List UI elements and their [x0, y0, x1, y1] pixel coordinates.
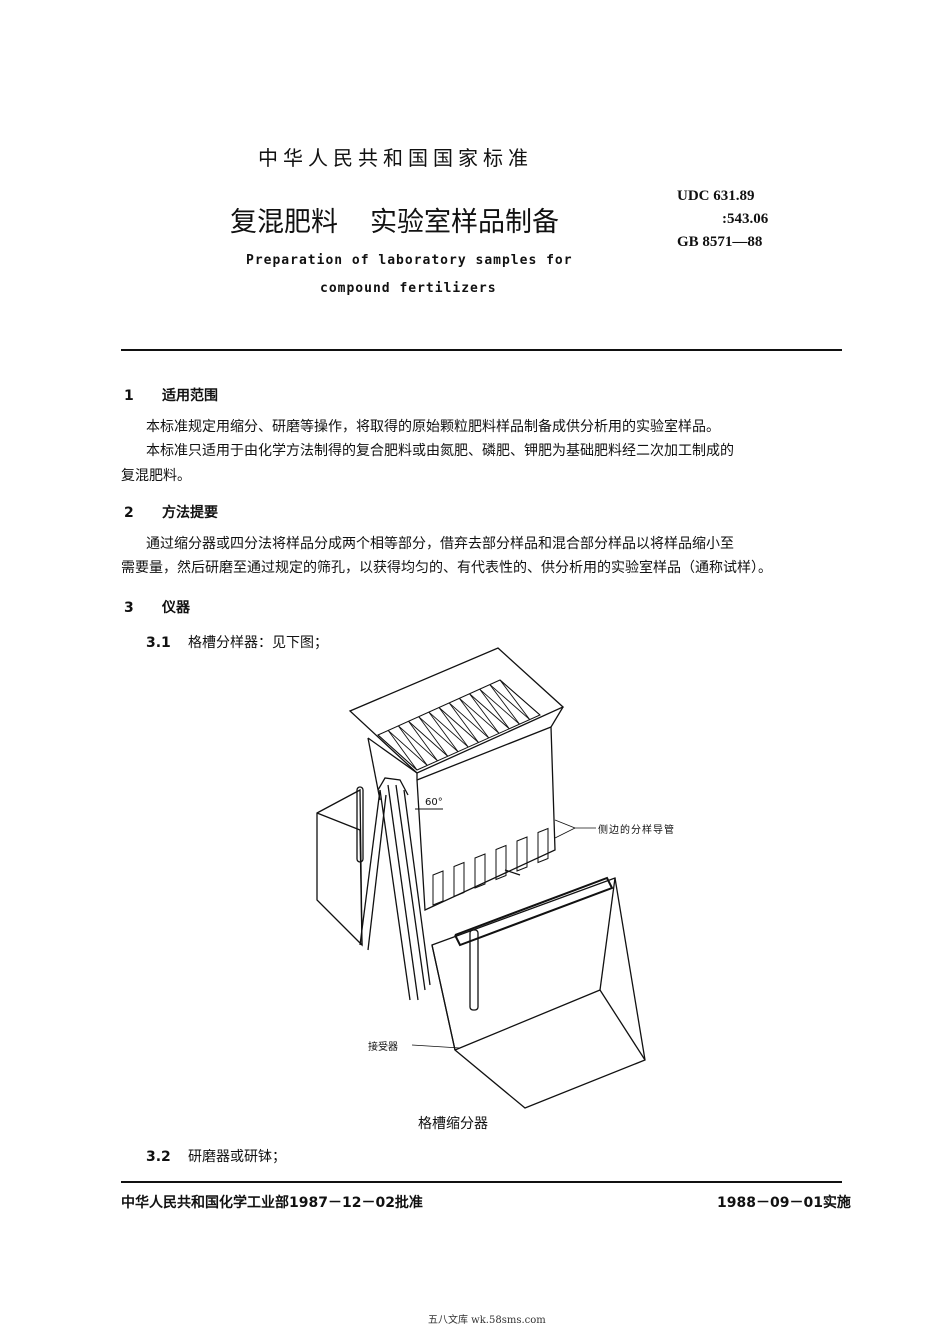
effective-date: 1988－09－01实施 — [717, 1195, 851, 1211]
paragraph: 需要量，然后研磨至通过规定的筛孔，以获得均匀的、有代表性的、供分析用的实验室样品… — [121, 560, 772, 576]
handle — [469, 929, 479, 1011]
slot-divider — [438, 707, 479, 743]
slot-divider — [489, 684, 531, 720]
english-title-line1: Preparation of laboratory samples for — [246, 253, 573, 268]
slot-diagonal — [428, 711, 459, 752]
slot-diagonal — [448, 702, 479, 743]
slot-diagonal — [458, 698, 490, 739]
slot-divider — [428, 711, 469, 748]
paragraph: 通过缩分器或四分法将样品分成两个相等部分，借弃去部分样品和混合部分样品以将样品缩… — [146, 536, 734, 552]
watermark: 五八文库 wk.58sms.com — [428, 1315, 546, 1326]
approval-date: 中华人民共和国化学工业部1987－12－02批准 — [121, 1195, 423, 1211]
hopper-top-rim — [348, 647, 565, 774]
english-title-line2: compound fertilizers — [320, 281, 497, 296]
gb-code: GB 8571—88 — [677, 234, 763, 250]
slot-divider — [408, 720, 449, 757]
slot-divider — [387, 730, 428, 766]
slot-diagonal — [397, 725, 428, 766]
title-part2: 实验室样品制备 — [370, 207, 559, 238]
slot-divider — [459, 697, 500, 734]
left-receiver — [316, 788, 363, 947]
udc-line1: UDC 631.89 — [677, 188, 755, 204]
slot-divider — [377, 734, 418, 771]
bottom-slots — [432, 827, 549, 906]
frame-top — [377, 777, 409, 796]
udc-line2: :543.06 — [722, 211, 769, 227]
angle-label: 60° — [425, 797, 443, 808]
footer-rule — [121, 1181, 842, 1183]
slot-diagonal — [438, 707, 469, 748]
receiver-label: 接受器 — [368, 1042, 398, 1053]
right-receiver — [431, 877, 646, 1109]
slot-diagonal — [479, 688, 510, 730]
bottom-slot — [495, 844, 507, 881]
slot-diagonal — [499, 679, 531, 720]
bottom-slot — [432, 870, 444, 906]
slot-diagonal — [408, 720, 438, 762]
side-tube-label: 侧边的分样导管 — [598, 825, 675, 836]
document-title: 复混肥料 实验室样品制备 — [230, 200, 559, 239]
bottom-slot — [516, 836, 528, 872]
slot-divider — [448, 702, 490, 739]
slot-divider — [398, 725, 438, 762]
slot-diagonal — [418, 716, 449, 757]
figure-caption: 格槽缩分器 — [418, 1116, 488, 1132]
paragraph: 复混肥料。 — [121, 468, 191, 484]
bottom-slot — [474, 853, 486, 889]
bottom-slot — [453, 861, 465, 898]
slot-divider — [499, 679, 541, 716]
hopper-slots — [377, 679, 541, 771]
slot-divider — [479, 688, 520, 725]
slot-diagonal — [489, 684, 520, 725]
title-part1: 复混肥料 — [230, 207, 338, 238]
divider-body — [367, 706, 564, 911]
slot-diagonal — [469, 693, 500, 734]
slot-divider — [469, 693, 510, 730]
bottom-slot — [537, 827, 549, 864]
paragraph: 本标准只适用于由化学方法制得的复合肥料或由氮肥、磷肥、钾肥为基础肥料经二次加工制… — [146, 443, 734, 459]
paragraph: 本标准规定用缩分、研磨等操作，将取得的原始颗粒肥料样品制备成供分析用的实验室样品… — [146, 419, 720, 435]
slot-diagonal — [387, 730, 418, 771]
standard-type: 中华人民共和国国家标准 — [258, 146, 533, 170]
handle — [356, 786, 364, 863]
header-rule — [121, 349, 842, 351]
slot-divider — [418, 716, 459, 753]
